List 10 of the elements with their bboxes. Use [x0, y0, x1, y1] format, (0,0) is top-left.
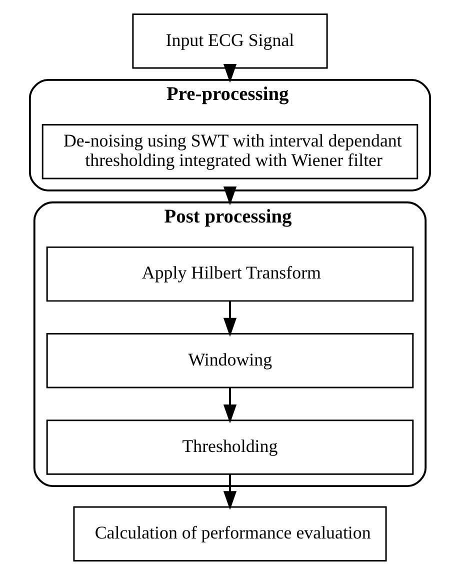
arrow [222, 186, 236, 206]
arrow [222, 301, 236, 337]
arrow [222, 388, 236, 424]
node-box: Windowing [46, 333, 414, 388]
arrow [222, 64, 236, 83]
node-box: Calculation of performance evaluation [72, 506, 386, 562]
node-box: Thresholding [46, 420, 414, 475]
arrow [222, 474, 236, 510]
node-box: De-noising using SWT with interval dependant thresholding integrated with Wiener filter [41, 124, 418, 180]
node-box: Apply Hilbert Transform [46, 246, 414, 302]
